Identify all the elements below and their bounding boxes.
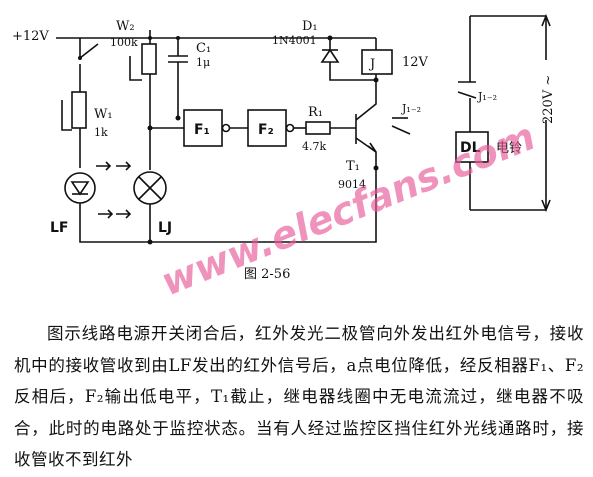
relay-voltage: 12V bbox=[402, 55, 429, 70]
relay-contact-label: J₁₋₂ bbox=[401, 102, 421, 115]
t1-value: 9014 bbox=[338, 178, 366, 191]
lf-label: LF bbox=[50, 220, 68, 236]
vcc-label: +12V bbox=[12, 29, 49, 44]
c1-value: 1μ bbox=[196, 56, 210, 69]
dl-label: DL bbox=[460, 140, 481, 156]
w1-label: W₁ bbox=[94, 107, 113, 122]
relay-label: J bbox=[368, 57, 375, 72]
c1-label: C₁ bbox=[196, 41, 211, 56]
body-paragraph: 图示线路电源开关闭合后，红外发光二极管向外发出红外电信号，接收机中的接收管收到由… bbox=[14, 324, 584, 469]
w2-value: 100k bbox=[110, 36, 138, 49]
f1-label: F₁ bbox=[194, 122, 210, 138]
d1-value: 1N4001 bbox=[272, 34, 317, 47]
f2-label: F₂ bbox=[258, 122, 274, 138]
circuit-schematic: +12V W₂ 100k C₁ 1μ D₁ 1N4001 J 12V J₁₋₂ … bbox=[12, 13, 556, 304]
figure-caption: 图 2-56 bbox=[244, 267, 290, 282]
ac-contact-label: J₁₋₂ bbox=[477, 90, 497, 103]
bell-label: 电铃 bbox=[496, 141, 522, 156]
r1-label: R₁ bbox=[308, 105, 323, 120]
t1-label: T₁ bbox=[346, 159, 360, 174]
d1-label: D₁ bbox=[302, 19, 318, 34]
lj-label: LJ bbox=[158, 220, 172, 236]
w2-label: W₂ bbox=[116, 19, 135, 34]
w1-value: 1k bbox=[94, 126, 108, 139]
r1-value: 4.7k bbox=[302, 140, 326, 153]
body-text: 图示线路电源开关闭合后，红外发光二极管向外发出红外电信号，接收机中的接收管收到由… bbox=[14, 318, 584, 476]
ac-voltage-label: 220V ~ bbox=[541, 75, 556, 124]
